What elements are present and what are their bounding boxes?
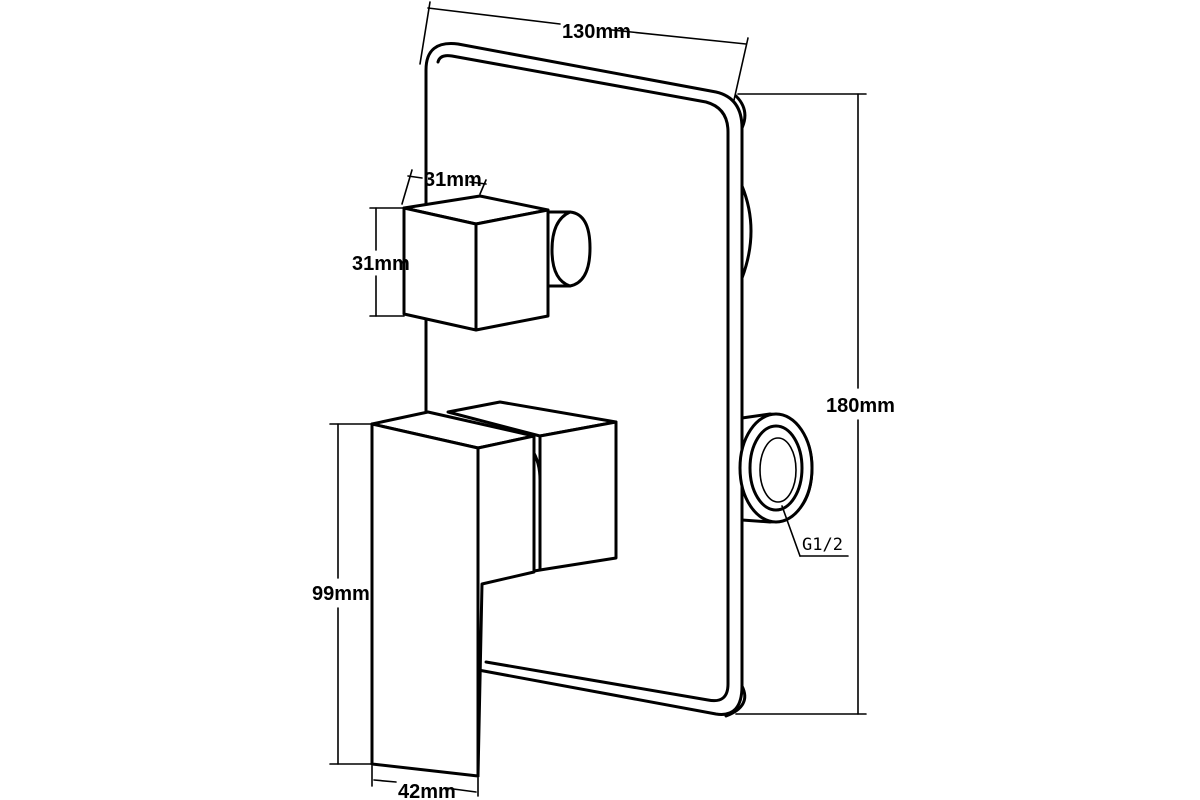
dimension-knob-width xyxy=(401,169,487,205)
label-knob-height: 31mm xyxy=(352,253,410,275)
label-plate-height: 180mm xyxy=(826,395,895,417)
valve-body xyxy=(740,184,753,280)
mixer-lever xyxy=(370,400,618,778)
outlet-pipe xyxy=(738,412,814,524)
back-plate xyxy=(424,42,747,718)
dimension-plate-height xyxy=(735,93,867,715)
label-thread: G1/2 xyxy=(802,535,843,555)
diverter-knob xyxy=(402,194,592,332)
dimension-lever-width xyxy=(371,765,479,797)
label-knob-width: 31mm xyxy=(424,169,482,191)
label-lever-width: 42mm xyxy=(398,781,456,800)
dimension-lever-height xyxy=(329,423,373,765)
thread-leader xyxy=(781,505,849,557)
label-lever-height: 99mm xyxy=(312,583,370,605)
label-plate-width: 130mm xyxy=(562,21,631,43)
dimension-plate-width xyxy=(419,1,749,101)
dimension-knob-height xyxy=(369,207,405,317)
